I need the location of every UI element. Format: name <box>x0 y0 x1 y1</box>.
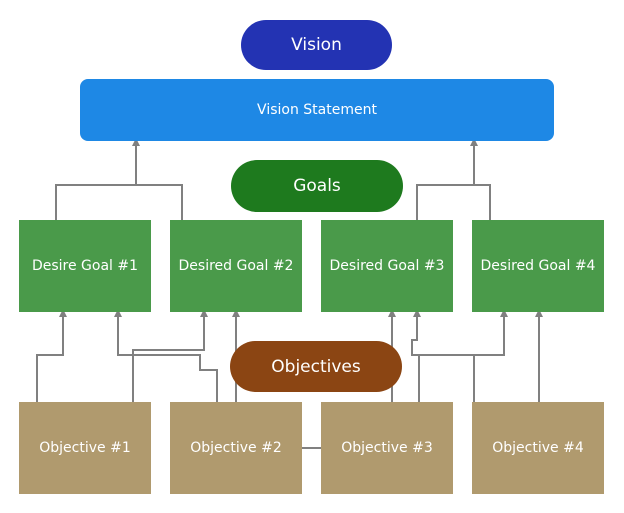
goals-pill: Goals <box>231 160 403 212</box>
connector-goal1-vision <box>55 138 140 220</box>
connector-goal4-vision <box>474 184 491 220</box>
objective-box-4: Objective #4 <box>472 402 604 494</box>
goal-box-2: Desired Goal #2 <box>170 220 302 312</box>
goal-box-1: Desire Goal #1 <box>19 220 151 312</box>
connector-obj1-goal1 <box>36 309 67 402</box>
objective-box-3: Objective #3 <box>321 402 453 494</box>
connector-goal2-vision <box>136 184 183 220</box>
goal-box-3: Desired Goal #3 <box>321 220 453 312</box>
connector-obj1-goal2 <box>132 309 208 402</box>
objective-box-1: Objective #1 <box>19 402 151 494</box>
objectives-pill: Objectives <box>230 341 402 392</box>
vision-pill: Vision <box>241 20 392 70</box>
connector-obj4-goal3 <box>411 309 475 402</box>
vision-statement-box: Vision Statement <box>80 79 554 141</box>
connector-goal3-vision <box>416 138 478 220</box>
connector-obj3-goal4 <box>418 309 508 402</box>
connector-obj2-goal1 <box>114 309 218 402</box>
goal-box-4: Desired Goal #4 <box>472 220 604 312</box>
objective-box-2: Objective #2 <box>170 402 302 494</box>
